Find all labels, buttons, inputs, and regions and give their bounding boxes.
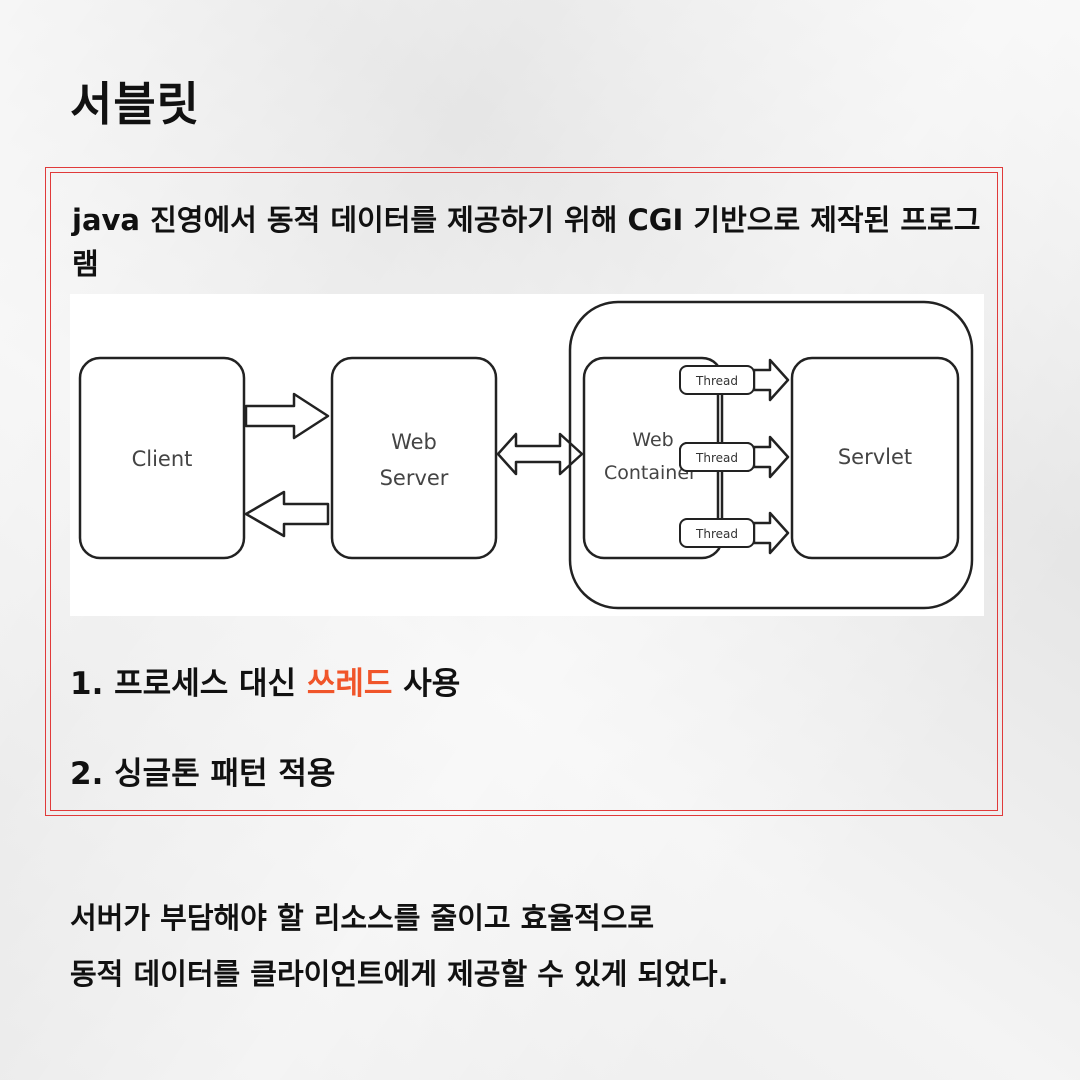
servlet-architecture-diagram: Client Web Server Web Container Servlet …	[70, 294, 984, 616]
point-1-text-after: 사용	[403, 666, 461, 702]
thread-arrow-2	[752, 435, 790, 479]
server-container-double-arrow	[496, 432, 584, 476]
thread-box-1	[679, 365, 755, 395]
thread-box-3	[679, 518, 755, 548]
point-1-highlight: 쓰레드	[306, 666, 393, 702]
point-2-text: 싱글톤 패턴 적용	[114, 756, 336, 792]
thread-label-1: Thread	[695, 374, 738, 388]
thread-label-2: Thread	[695, 451, 738, 465]
thread-label-3: Thread	[695, 527, 738, 541]
thread-arrow-1	[752, 358, 790, 402]
web-container-label-line1: Web	[632, 429, 673, 451]
web-server-label-line1: Web	[391, 430, 437, 454]
outer-container-box	[568, 300, 974, 610]
request-arrow	[244, 392, 330, 440]
page-title: 서블릿	[70, 77, 200, 131]
web-container-label-line2: Container	[604, 462, 697, 484]
servlet-label: Servlet	[838, 445, 912, 469]
summary-line-2: 동적 데이터를 클라이언트에게 제공할 수 있게 되었다.	[70, 957, 729, 991]
client-label: Client	[132, 447, 193, 471]
point-1-text-before: 프로세스 대신	[114, 666, 297, 702]
client-box	[78, 356, 246, 560]
point-1-number: 1.	[70, 666, 104, 702]
summary-line-1: 서버가 부담해야 할 리소스를 줄이고 효율적으로	[70, 901, 655, 935]
intro-text: java 진영에서 동적 데이터를 제공하기 위해 CGI 기반으로 제작된 프…	[72, 203, 981, 281]
web-server-label-line2: Server	[380, 466, 449, 490]
servlet-box	[790, 356, 960, 560]
summary: 서버가 부담해야 할 리소스를 줄이고 효율적으로 동적 데이터를 클라이언트에…	[70, 890, 1030, 1002]
content-frame	[45, 167, 1003, 816]
point-1: 1. 프로세스 대신 쓰레드 사용	[70, 658, 460, 703]
point-2: 2. 싱글톤 패턴 적용	[70, 748, 335, 793]
response-arrow	[244, 490, 330, 538]
thread-arrow-3	[752, 511, 790, 555]
point-2-number: 2.	[70, 756, 104, 792]
web-server-box	[330, 356, 498, 560]
